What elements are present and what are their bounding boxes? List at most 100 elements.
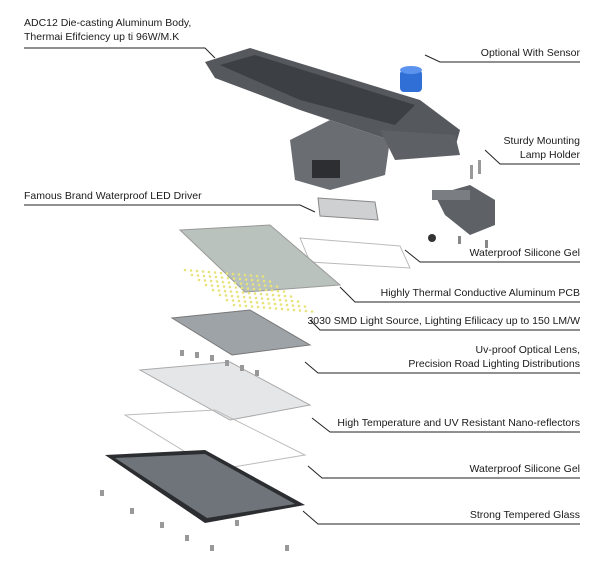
led-chip [208,275,212,278]
led-chip [210,284,214,287]
led-chip [279,303,283,306]
led-chip [195,269,199,273]
led-chip [291,304,295,307]
led-chip [252,287,256,291]
led-chip [250,278,254,282]
led-chip [234,286,238,289]
led-chip [235,290,239,294]
screw [180,350,184,356]
led-chip [285,303,289,307]
screw [100,490,104,496]
label-silicone-gel-top: Waterproof Silicone Gel [469,247,581,259]
led-chip [196,274,200,277]
led-chip [263,284,267,287]
led-chip [190,273,194,277]
optical-lens [170,309,312,356]
nano-reflector [138,361,312,421]
led-chip [227,281,231,284]
led-chip [222,285,226,288]
led-chip [231,299,235,302]
led-chip [247,291,251,295]
led-chip [223,289,227,293]
label-line: Thermai Efifciency up ti 96W/M.K [24,31,180,43]
led-chip [260,297,264,300]
led-chip [273,302,277,306]
led-chip [268,306,272,310]
led-chip [258,288,262,291]
led-chip [249,274,253,277]
led-chip [268,280,272,283]
led-chip [286,308,290,311]
led-chip [267,302,271,305]
screw [240,365,244,371]
led-chip [262,279,266,283]
led-chip [209,279,213,283]
led-chip [250,305,254,308]
led-chip [211,288,215,292]
led-chip [245,282,249,286]
led-chip [189,269,193,272]
label-optical-lens: Uv-proof Optical Lens, Precision Road Li… [408,343,580,371]
label-sensor: Optional With Sensor [480,47,580,59]
led-chip [270,289,274,292]
led-chip [289,295,293,298]
led-driver [317,197,379,221]
led-chip [261,275,265,278]
led-chip [278,298,282,302]
led-chip [244,278,248,281]
led-chip [251,283,255,286]
led-chip [207,270,211,274]
led-chip [225,298,229,302]
led-chip [226,276,230,280]
led-chip [230,294,234,298]
silicone-gel-top [299,237,411,269]
led-chip [214,275,218,279]
led-chip [231,272,235,276]
led-chip [221,280,225,284]
led-chip [264,288,268,292]
label-aluminum-body: ADC12 Die-casting Aluminum Body, Thermai… [24,16,191,44]
led-chip [304,309,308,313]
label-lamp-holder: Sturdy Mounting Lamp Holder [504,134,580,162]
led-chip [246,287,250,290]
led-chip [248,296,252,299]
screw [235,520,239,526]
led-chip [224,294,228,297]
led-chip [238,304,242,307]
led-chip [249,300,253,304]
led-chip [225,272,229,275]
led-chip [217,289,221,292]
led-chip [218,293,222,297]
led-chip [183,268,187,272]
label-line: ADC12 Die-casting Aluminum Body, [24,17,192,29]
led-chip [255,301,259,304]
led-chip [216,284,220,288]
led-chip [269,284,273,288]
label-line: Lamp Holder [519,149,580,161]
led-chip [239,282,243,285]
led-array [183,268,314,313]
led-chip [233,281,237,285]
led-chip [303,305,307,308]
led-chip [282,290,286,293]
led-chip [253,292,257,295]
led-chip [266,297,270,301]
led-chip [284,299,288,302]
led-chip [274,307,278,310]
label-led-driver: Famous Brand Waterproof LED Driver [24,190,202,202]
led-chip [203,279,207,282]
led-chip [228,285,232,289]
led-chip [236,295,240,298]
screw [160,522,164,528]
sensor [400,66,422,92]
led-chip [261,301,265,305]
led-chip [232,303,236,307]
led-chip [242,295,246,299]
led-chip [275,285,279,288]
screw [210,355,214,361]
led-chip [201,270,205,273]
led-chip [310,310,314,313]
led-chip [292,308,296,312]
led-chip [256,305,260,309]
